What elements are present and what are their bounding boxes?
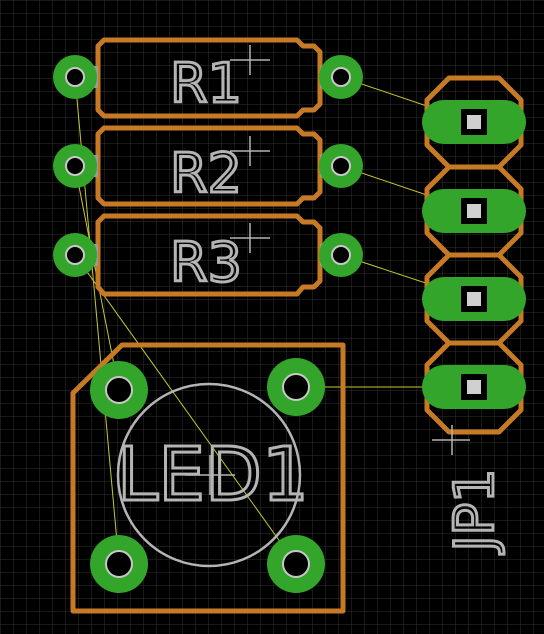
jp1-label: JP1	[443, 469, 506, 555]
led1-body-outline	[70, 342, 346, 614]
led1-hole-1	[105, 376, 133, 404]
led1-label: LED1	[117, 432, 309, 518]
led1-hole-3	[105, 550, 133, 578]
led1[interactable]: LED1	[70, 342, 346, 614]
r3-label: R3	[170, 231, 242, 294]
r1-hole-1	[65, 67, 85, 87]
resistor-r1[interactable]: R1	[53, 37, 363, 119]
r1-body-outline	[95, 37, 323, 119]
led1-lens-circle	[116, 382, 302, 568]
resistor-r2[interactable]: R2	[53, 125, 363, 207]
resistor-r3[interactable]: R3	[53, 213, 363, 297]
jp1-drill-1	[467, 115, 481, 129]
jp1-connector[interactable]: JP1	[422, 75, 526, 556]
r2-hole-1	[65, 156, 85, 176]
r3-hole-1	[65, 245, 85, 265]
led1-hole-2	[282, 373, 310, 401]
r3-body-outline	[95, 213, 323, 297]
r1-label: R1	[170, 52, 242, 115]
jp1-drill-4	[467, 380, 481, 394]
led1-hole-4	[282, 550, 310, 578]
r2-body-outline	[95, 125, 323, 207]
r2-label: R2	[170, 142, 242, 205]
r2-hole-2	[331, 156, 351, 176]
jp1-drill-2	[467, 204, 481, 218]
r1-hole-2	[331, 67, 351, 87]
jp1-drill-3	[467, 292, 481, 306]
r3-hole-2	[331, 245, 351, 265]
airwire-r3-led	[74, 254, 297, 565]
